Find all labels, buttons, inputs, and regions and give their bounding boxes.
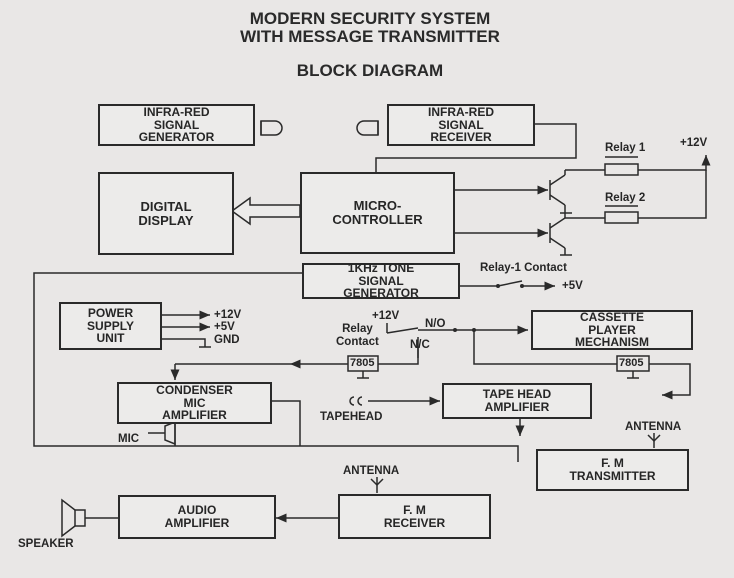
mic-label: MIC bbox=[118, 433, 140, 445]
tone-generator-label: 1KHz TONE SIGNAL GENERATOR bbox=[343, 261, 419, 301]
power-supply-label: POWER SUPPLY UNIT bbox=[87, 306, 134, 346]
microcontroller-block: MICRO- CONTROLLER bbox=[300, 172, 455, 254]
antenna-rx-label: ANTENNA bbox=[343, 465, 400, 477]
title-line1: MODERN SECURITY SYSTEM bbox=[249, 9, 491, 28]
supply-12v-label: +12V bbox=[680, 137, 708, 149]
power-supply-block: POWER SUPPLY UNIT bbox=[59, 302, 162, 350]
regulator-left-label: 7805 bbox=[350, 357, 375, 369]
ps-5v-label: +5V bbox=[214, 321, 235, 333]
relay-contact-label: Relay Contact bbox=[336, 323, 379, 348]
ir-led-transmitter bbox=[260, 120, 283, 136]
fm-receiver-block: F. M RECEIVER bbox=[338, 494, 491, 539]
fm-transmitter-block: F. M TRANSMITTER bbox=[536, 449, 689, 491]
audio-amp-label: AUDIO AMPLIFIER bbox=[164, 503, 230, 530]
antenna-tx-label: ANTENNA bbox=[625, 421, 682, 433]
ir-receiver-block: INFRA-RED SIGNAL RECEIVER bbox=[387, 104, 535, 146]
tapehead-label: TAPEHEAD bbox=[320, 411, 383, 423]
tone-generator-block: 1KHz TONE SIGNAL GENERATOR bbox=[302, 261, 460, 301]
ir-led-receiver bbox=[356, 120, 379, 136]
ir-receiver-label: INFRA-RED SIGNAL RECEIVER bbox=[428, 105, 494, 145]
speaker-label: SPEAKER bbox=[18, 538, 74, 550]
relay2-label: Relay 2 bbox=[605, 192, 646, 204]
audio-amp-block: AUDIO AMPLIFIER bbox=[118, 495, 276, 539]
microcontroller-label: MICRO- CONTROLLER bbox=[332, 198, 423, 227]
subtitle: BLOCK DIAGRAM bbox=[296, 61, 444, 80]
ir-generator-label: INFRA-RED SIGNAL GENERATOR bbox=[138, 105, 215, 145]
ps-gnd-label: GND bbox=[214, 334, 240, 346]
nc-label: N/C bbox=[410, 339, 430, 351]
digital-display-block: DIGITAL DISPLAY bbox=[98, 172, 234, 255]
condenser-mic-label: CONDENSER MIC AMPLIFIER bbox=[156, 383, 233, 423]
fm-receiver-label: F. M RECEIVER bbox=[383, 502, 446, 530]
relay1-contact-label: Relay-1 Contact bbox=[480, 262, 567, 274]
display-arrow bbox=[230, 196, 301, 226]
regulator-right-label: 7805 bbox=[619, 357, 644, 369]
rc-12v-label: +12V bbox=[372, 310, 400, 322]
fm-transmitter-label: F. M TRANSMITTER bbox=[569, 456, 656, 483]
condenser-mic-block: CONDENSER MIC AMPLIFIER bbox=[117, 382, 272, 424]
cassette-block: CASSETTE PLAYER MECHANISM bbox=[531, 310, 693, 350]
contact-5v-label: +5V bbox=[562, 280, 583, 292]
no-label: N/O bbox=[425, 318, 446, 330]
tape-head-amp-block: TAPE HEAD AMPLIFIER bbox=[442, 383, 592, 419]
ir-generator-block: INFRA-RED SIGNAL GENERATOR bbox=[98, 104, 255, 146]
cassette-label: CASSETTE PLAYER MECHANISM bbox=[575, 310, 649, 350]
ps-12v-label: +12V bbox=[214, 309, 242, 321]
digital-display-label: DIGITAL DISPLAY bbox=[138, 198, 194, 228]
title-line2: WITH MESSAGE TRANSMITTER bbox=[240, 27, 500, 46]
relay1-label: Relay 1 bbox=[605, 142, 646, 154]
tape-head-amp-label: TAPE HEAD AMPLIFIER bbox=[482, 387, 552, 414]
